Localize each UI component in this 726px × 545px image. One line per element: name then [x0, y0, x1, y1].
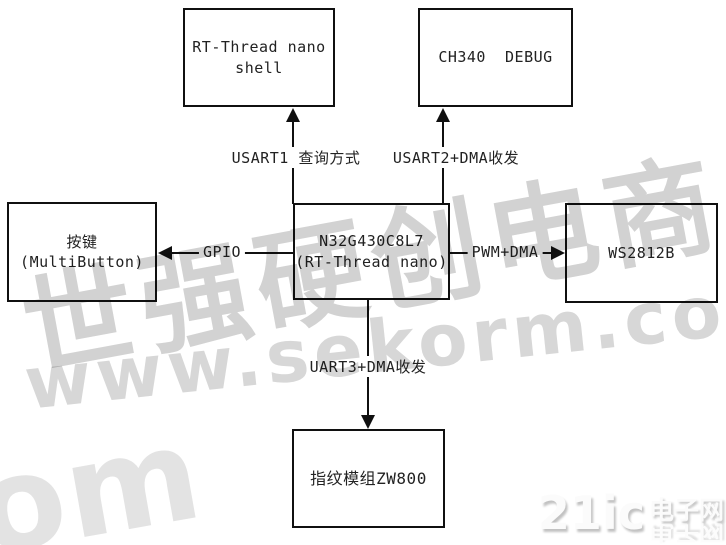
logo-cn-reflection: 电子网 [648, 520, 724, 545]
node-key-multibutton: 按键 (MultiButton) [7, 202, 157, 302]
node-label: (MultiButton) [20, 253, 144, 271]
node-ch340-debug: CH340 DEBUG [418, 8, 573, 107]
node-label: (RT-Thread nano) [295, 252, 448, 271]
node-n32g430c8l7-mcu: N32G430C8L7 (RT-Thread nano) [293, 203, 450, 300]
node-label: WS2812B [608, 243, 675, 262]
node-rt-thread-nano-shell: RT-Thread nano shell [183, 8, 335, 107]
edge-label-pwm: PWM+DMA [467, 243, 543, 261]
node-label: CH340 DEBUG [438, 48, 553, 67]
corner-logo-21ic: 21ic 电子网 电子网 [538, 490, 726, 545]
arrowhead-down-icon [361, 415, 375, 429]
edge-label-gpio: GPIO [198, 243, 246, 261]
arrowhead-left-icon [158, 246, 172, 260]
node-label: 指纹模组ZW800 [310, 468, 427, 488]
edge-label-usart2: USART2+DMA收发 [388, 147, 524, 168]
node-label: 按键 [66, 232, 98, 251]
node-label: RT-Thread nano [192, 38, 326, 57]
logo-cn-text: 电子网 [648, 496, 724, 525]
logo-cn-block: 电子网 电子网 [649, 498, 724, 545]
node-label: shell [235, 58, 283, 77]
node-label: N32G430C8L7 [319, 232, 424, 251]
arrowhead-up-icon [286, 108, 300, 122]
edge-label-uart3: UART3+DMA收发 [305, 356, 431, 377]
logo-21ic-text: 21ic [537, 486, 645, 540]
node-ws2812b: WS2812B [565, 203, 718, 303]
edge-label-usart1: USART1 查询方式 [227, 147, 365, 168]
watermark-partial-text: om [0, 399, 213, 545]
arrowhead-up-icon [436, 108, 450, 122]
node-fingerprint-zw800: 指纹模组ZW800 [292, 429, 445, 528]
arrowhead-right-icon [551, 246, 565, 260]
